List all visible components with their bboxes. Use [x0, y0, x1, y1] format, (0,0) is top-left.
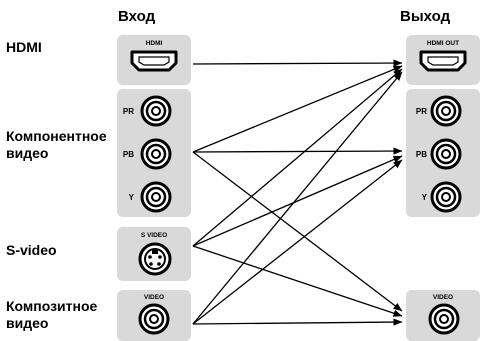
arrow-component-to-composite	[192, 151, 403, 312]
arrow-svideo-to-hdmi	[192, 68, 403, 247]
svideo-jack-icon	[138, 242, 172, 276]
input-pb-label: PB	[123, 150, 134, 159]
input-pr-label: PR	[123, 107, 134, 116]
composite-row-label-1: Композитное	[6, 298, 98, 314]
rca-jack-icon	[428, 303, 460, 335]
arrow-composite-to-component	[192, 159, 403, 325]
arrow-composite-to-hdmi	[192, 71, 403, 325]
composite-row-label-2: видео	[6, 315, 49, 331]
rca-jack-icon	[138, 303, 170, 335]
hdmi-port-icon	[130, 50, 178, 72]
svideo-row-label: S-video	[6, 242, 57, 258]
output-pr-label: PR	[416, 107, 427, 116]
rca-jack-icon	[430, 95, 462, 127]
input-video-label: VIDEO	[144, 294, 164, 301]
rca-jack-icon	[140, 95, 172, 127]
arrow-svideo-to-composite	[192, 245, 403, 317]
component-row-label-2: видео	[6, 145, 49, 161]
arrow-component-to-hdmi	[192, 65, 403, 153]
input-svideo-label: S VIDEO	[141, 232, 167, 239]
rca-jack-icon	[140, 181, 172, 213]
output-video-label: VIDEO	[433, 294, 453, 301]
output-hdmi-label: HDMI OUT	[427, 40, 459, 47]
input-heading: Вход	[118, 8, 156, 25]
output-heading: Выход	[400, 8, 451, 25]
component-row-label-1: Компонентное	[6, 128, 107, 144]
rca-jack-icon	[140, 138, 172, 170]
arrow-svideo-to-component	[192, 155, 403, 247]
connection-arrows	[192, 59, 403, 326]
arrow-composite-to-composite	[192, 318, 403, 326]
arrow-hdmi-to-hdmi	[192, 59, 403, 67]
output-pb-label: PB	[416, 150, 427, 159]
arrow-component-to-component	[192, 147, 403, 155]
rca-jack-icon	[430, 181, 462, 213]
input-hdmi-label: HDMI	[146, 40, 163, 47]
output-y-label: Y	[422, 193, 428, 202]
hdmi-row-label: HDMI	[6, 39, 42, 55]
input-y-label: Y	[129, 193, 135, 202]
hdmi-port-icon	[419, 50, 467, 72]
rca-jack-icon	[430, 138, 462, 170]
